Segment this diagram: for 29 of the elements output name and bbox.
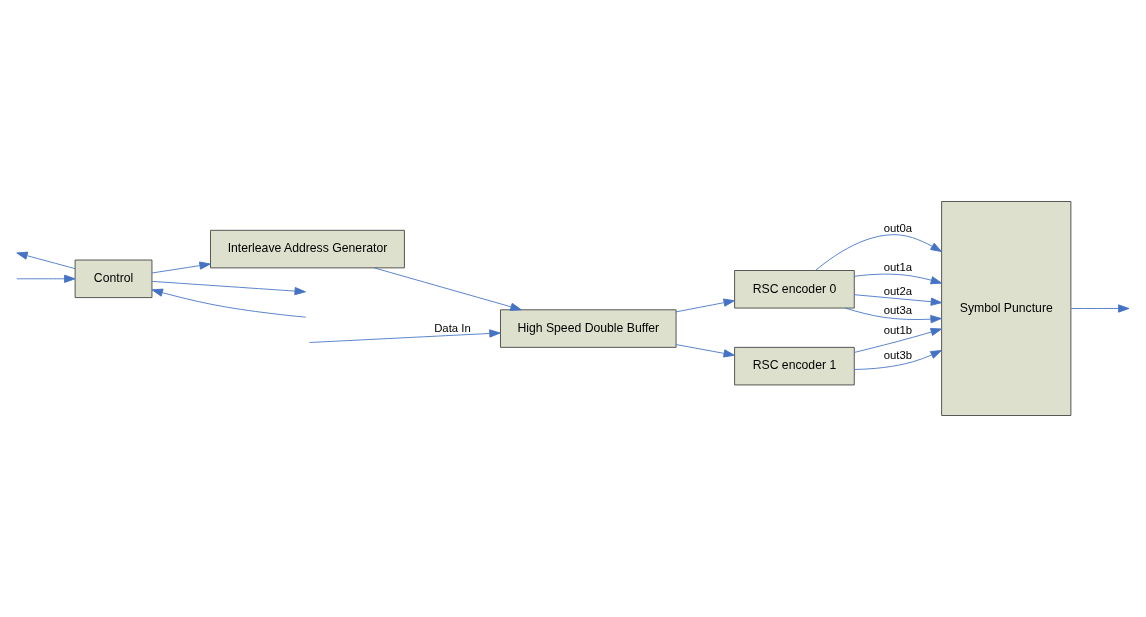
edge-label: out2a [883, 284, 913, 297]
arrow [308, 329, 501, 343]
node-box: Control [74, 259, 153, 298]
arrow [853, 328, 942, 353]
node-box: Symbol Puncture [941, 201, 1072, 416]
arrow [151, 261, 211, 274]
arrow [16, 274, 76, 283]
node-box: RSC encoder 1 [734, 346, 855, 386]
arrow [853, 273, 943, 285]
arrow [815, 234, 942, 271]
arrow [854, 350, 942, 370]
arrow [675, 298, 735, 313]
arrow [675, 344, 735, 358]
edge-label: out3a [883, 304, 913, 317]
arrow [844, 307, 942, 324]
edge-label: out3b [883, 348, 913, 361]
edge-label: Data In [434, 321, 471, 334]
node-box: High Speed Double Buffer [500, 309, 677, 348]
edge-label: out1b [883, 324, 913, 337]
edge-label: out1a [883, 261, 913, 274]
arrow [374, 267, 522, 311]
arrow [853, 294, 943, 306]
arrow [1070, 304, 1130, 313]
node-box: Interleave Address Generator [210, 229, 405, 269]
edge-label: out0a [883, 221, 913, 234]
arrow [151, 288, 307, 318]
arrow [16, 251, 76, 270]
node-box: RSC encoder 0 [734, 270, 855, 309]
arrow [151, 280, 306, 296]
